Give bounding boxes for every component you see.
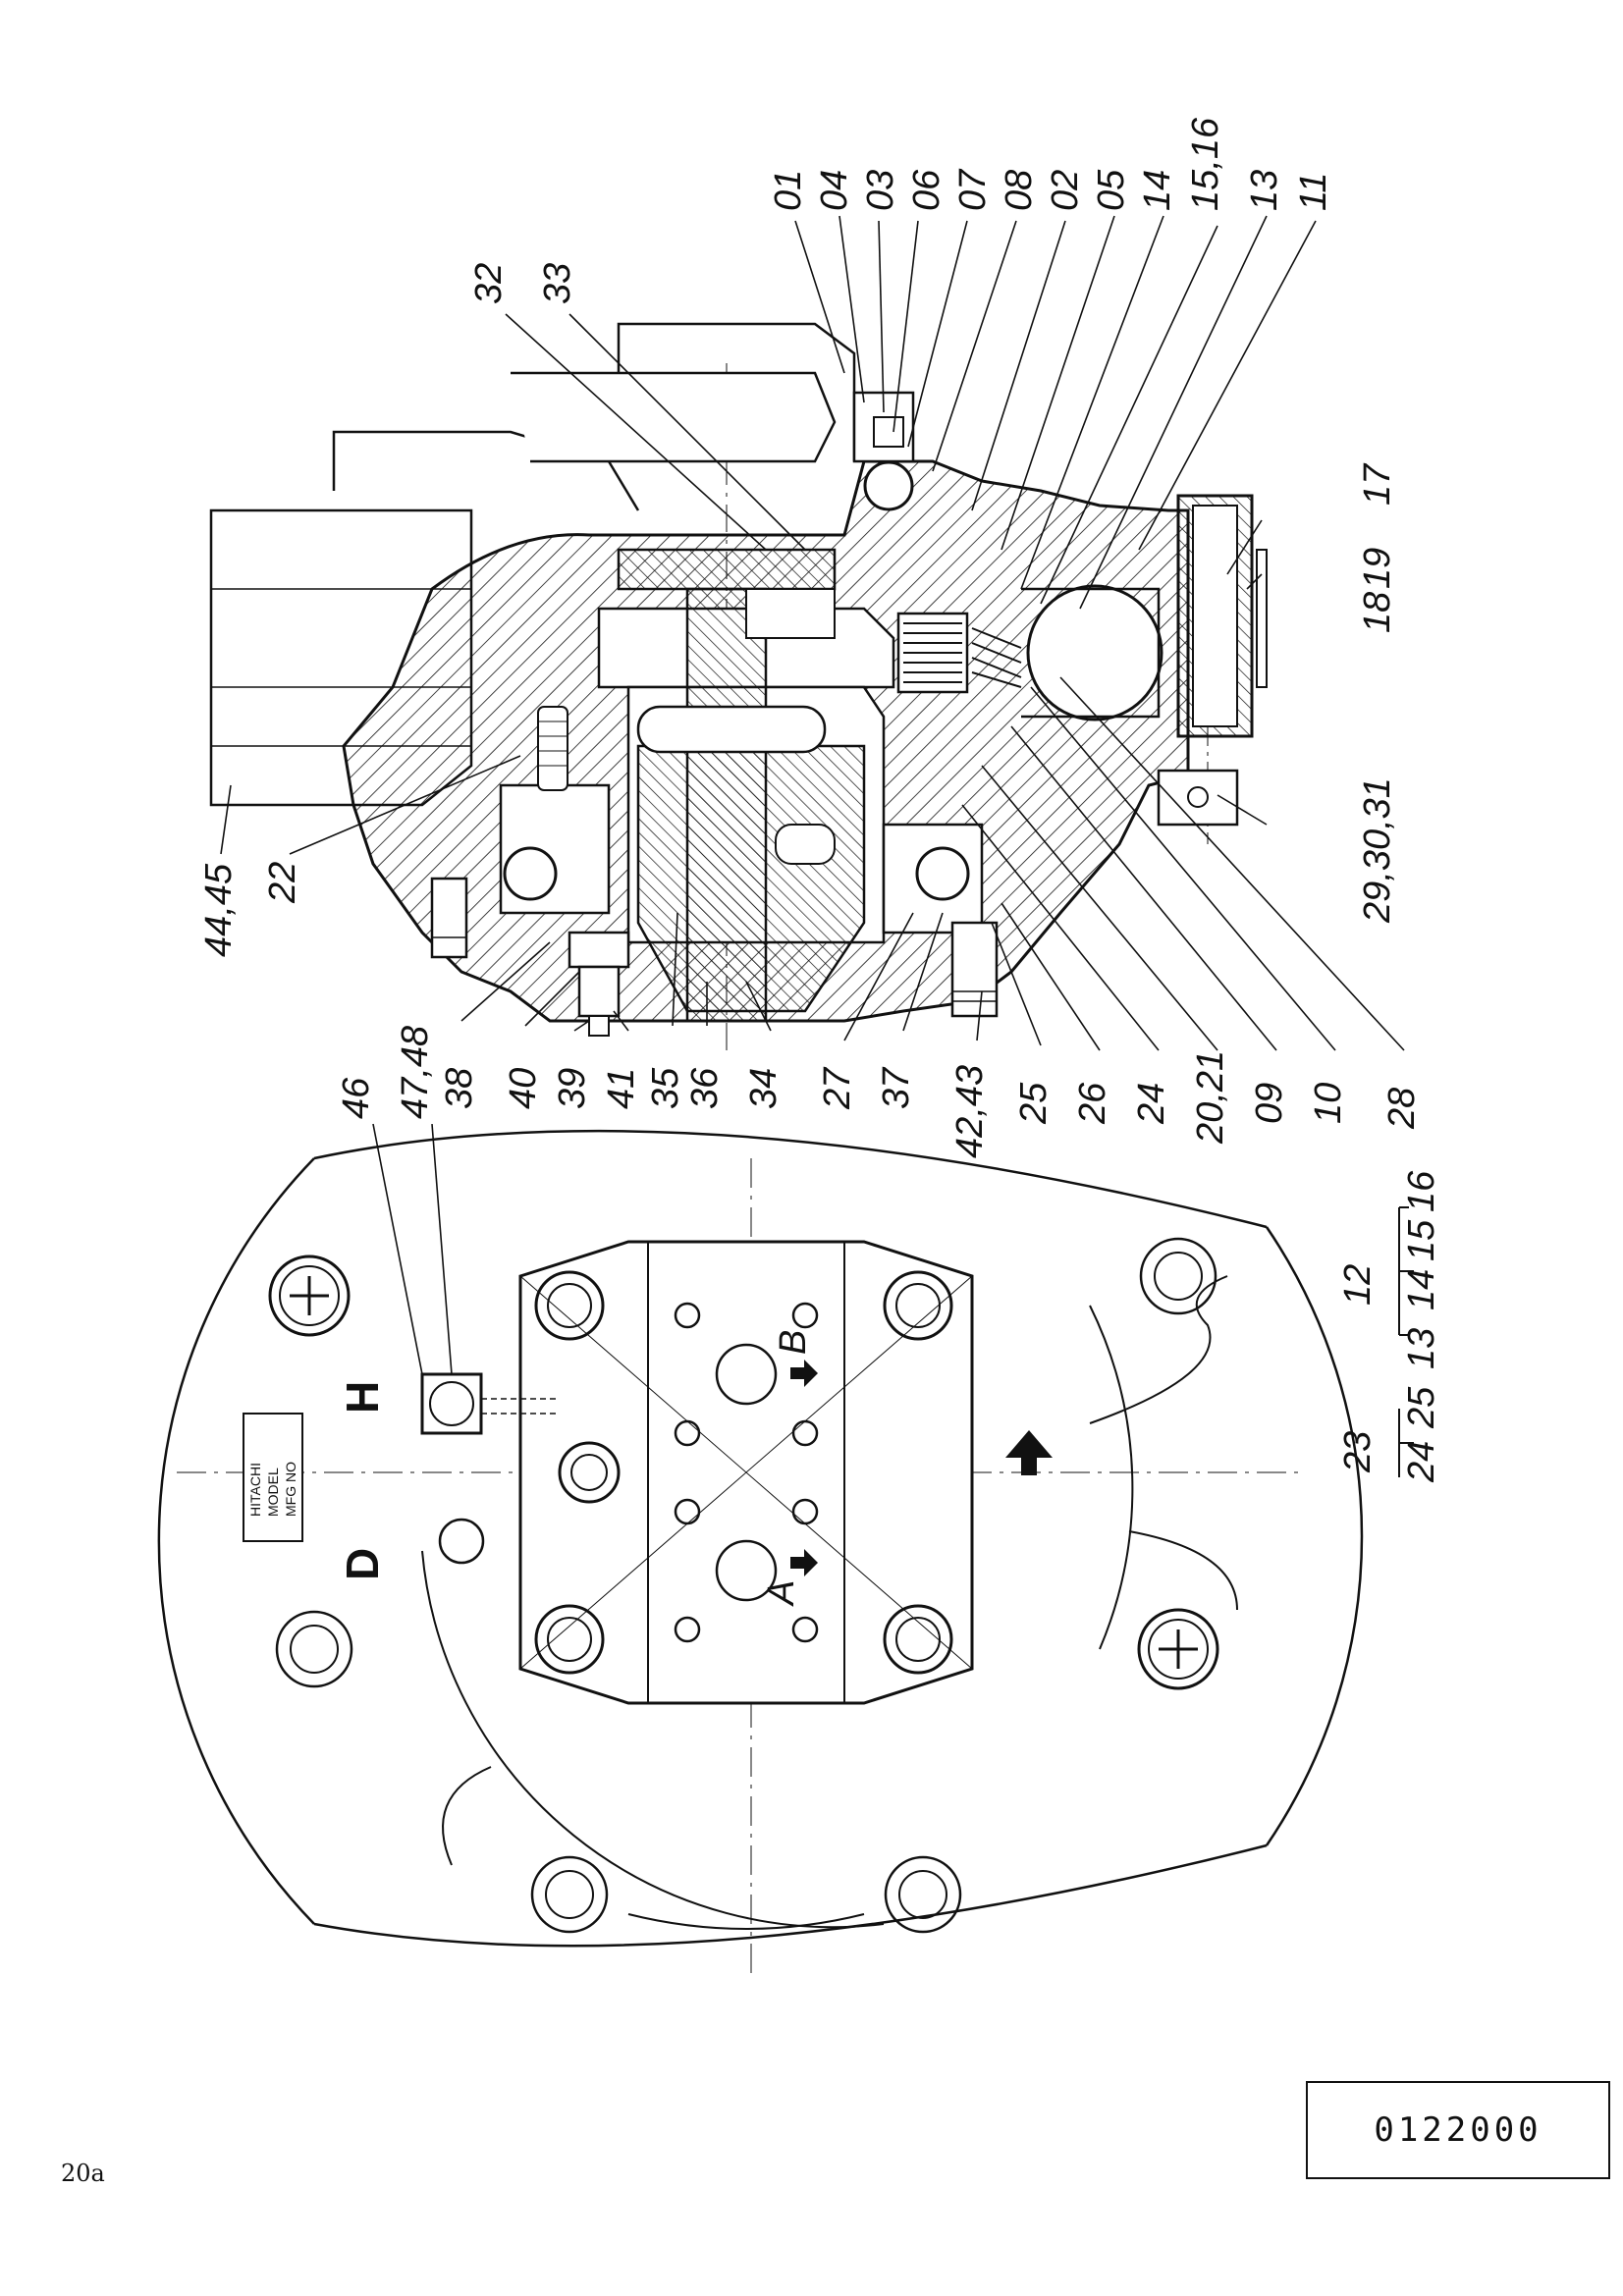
- callout-06: 06: [906, 169, 947, 211]
- callout-38: 38: [439, 1068, 480, 1109]
- callout-35: 35: [645, 1067, 686, 1109]
- port-label-b: B: [773, 1330, 814, 1355]
- callout-24: 24: [1131, 1083, 1172, 1125]
- view-letter-d: D: [337, 1548, 388, 1580]
- group-12-child-14: 14: [1401, 1269, 1442, 1310]
- callout-42-43: 42,43: [949, 1065, 991, 1158]
- callout-29-30-31: 29,30,31: [1357, 777, 1398, 924]
- spring-stack: [896, 612, 1022, 694]
- drawing-number: 0122000: [1374, 2110, 1542, 2150]
- callout-44-45: 44,45: [198, 863, 240, 957]
- callouts-bottom: 38 40 39 41 35 36 34 27 37 42,43 25 26 2…: [439, 1050, 1423, 1158]
- end-view: [157, 1129, 1364, 1973]
- group-12-parent: 12: [1337, 1264, 1379, 1306]
- callouts-right: 01 04 03 06 07 08 02 05 14 15,16 13 11: [768, 117, 1334, 211]
- group-12-child-13: 13: [1401, 1328, 1442, 1369]
- callout-41: 41: [601, 1068, 642, 1109]
- callout-04: 04: [814, 170, 855, 211]
- callout-26: 26: [1072, 1082, 1113, 1125]
- callout-25: 25: [1013, 1082, 1055, 1125]
- assembly-group-23: 23 24 25: [1337, 1386, 1442, 1483]
- nameplate-mfg: MFG NO: [283, 1462, 298, 1517]
- callouts-top: 32 33: [468, 263, 578, 304]
- callout-19: 19: [1357, 548, 1398, 589]
- callout-07: 07: [952, 168, 994, 211]
- group-12-child-16: 16: [1401, 1170, 1442, 1212]
- group-23-parent: 23: [1337, 1431, 1379, 1473]
- group-23-child-24: 24: [1401, 1441, 1442, 1483]
- leader-lines: [220, 215, 1405, 1051]
- callouts-far-right: 17 19 18 29,30,31: [1357, 462, 1398, 924]
- nameplate: HITACHI MODEL MFG NO: [243, 1413, 303, 1542]
- callout-20-21: 20,21: [1190, 1050, 1231, 1145]
- callout-13: 13: [1244, 170, 1285, 211]
- group-23-child-25: 25: [1401, 1386, 1442, 1429]
- nameplate-model: MODEL: [265, 1468, 281, 1517]
- drawing-number-box: 0122000: [1306, 2081, 1610, 2179]
- page-number: 20a: [61, 2160, 105, 2187]
- callout-08: 08: [999, 170, 1040, 211]
- callout-18: 18: [1357, 592, 1398, 633]
- callout-47-48: 47,48: [395, 1026, 436, 1119]
- callout-22: 22: [262, 862, 303, 904]
- callout-32: 32: [468, 263, 510, 304]
- callout-46: 46: [336, 1077, 377, 1119]
- callout-28: 28: [1381, 1088, 1423, 1130]
- callout-40: 40: [503, 1068, 544, 1109]
- section-view: [209, 322, 1268, 1050]
- nameplate-brand: HITACHI: [247, 1463, 263, 1517]
- callout-10: 10: [1308, 1083, 1349, 1124]
- callout-03: 03: [860, 170, 901, 211]
- callout-05: 05: [1091, 169, 1132, 211]
- view-leaders: [372, 1123, 453, 1375]
- callout-02: 02: [1045, 170, 1086, 211]
- view-letter-h: H: [337, 1381, 388, 1414]
- assembly-group-12: 12 13 14 15 16: [1337, 1170, 1442, 1369]
- port-arrows: [790, 1360, 1053, 1576]
- callouts-left: 44,45 22: [198, 862, 303, 957]
- callout-27: 27: [817, 1066, 858, 1110]
- port-label-a: A: [761, 1580, 802, 1607]
- callout-17: 17: [1357, 462, 1398, 506]
- callout-11: 11: [1293, 173, 1334, 211]
- callout-34: 34: [743, 1068, 784, 1109]
- group-12-child-15: 15: [1401, 1219, 1442, 1261]
- callout-15-16: 15,16: [1185, 117, 1226, 211]
- callout-37: 37: [876, 1066, 917, 1109]
- callout-39: 39: [552, 1068, 593, 1109]
- callout-09: 09: [1249, 1083, 1290, 1124]
- callout-14: 14: [1137, 170, 1178, 211]
- callout-33: 33: [537, 263, 578, 304]
- callout-36: 36: [684, 1067, 726, 1109]
- callout-01: 01: [768, 170, 809, 211]
